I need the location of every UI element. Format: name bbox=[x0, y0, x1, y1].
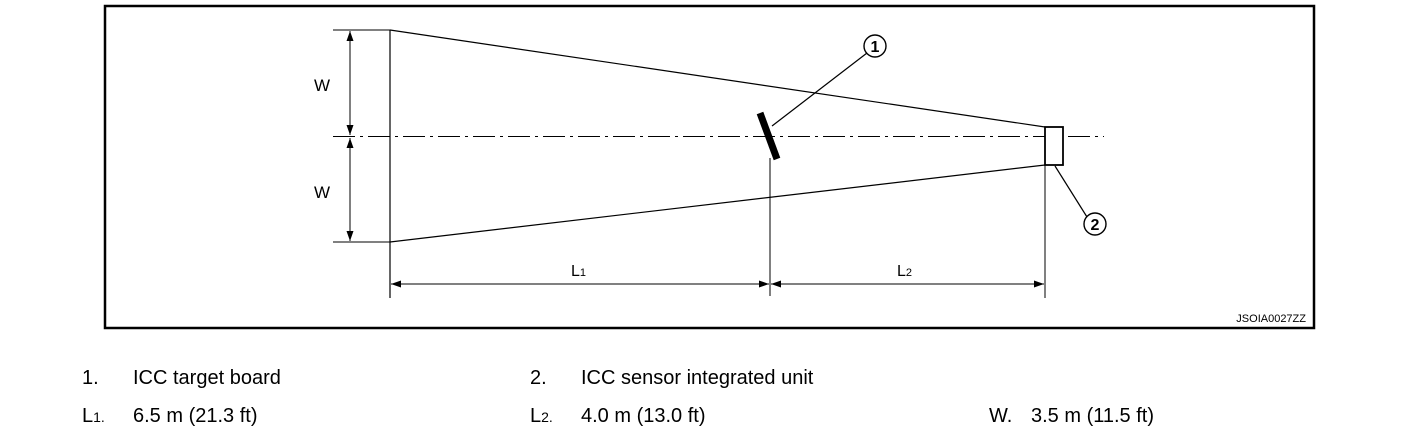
legend-item-1-text: ICC target board bbox=[133, 367, 281, 389]
legend-item-2: 2. ICC sensor integrated unit bbox=[530, 366, 950, 390]
l1-label-main: L bbox=[571, 263, 580, 280]
icc-target-board bbox=[756, 111, 781, 161]
l2-label-main: L bbox=[897, 263, 906, 280]
legend-l1-value: 6.5 m (21.3 ft) bbox=[133, 405, 258, 427]
callout-1-leader bbox=[771, 52, 868, 127]
beam-lower-line bbox=[389, 164, 1046, 243]
callout-1-number: 1 bbox=[871, 39, 880, 56]
l1-label: L1 bbox=[571, 263, 586, 280]
legend-w: W. 3.5 m (11.5 ft) bbox=[989, 404, 1269, 428]
legend-l2-value: 4.0 m (13.0 ft) bbox=[581, 405, 706, 427]
legend-w-key: W. bbox=[989, 405, 1013, 427]
legend-item-2-key: 2. bbox=[530, 367, 547, 389]
callout-1-circle bbox=[863, 34, 887, 58]
legend-item-1: 1. ICC target board bbox=[82, 366, 482, 390]
legend-l1-key-sub: 1. bbox=[93, 409, 105, 425]
legend-l2-key-sub: 2. bbox=[541, 409, 553, 425]
legend-l1-key: L1. bbox=[82, 404, 105, 429]
w-upper-label: W bbox=[314, 76, 330, 95]
legend-l1-key-main: L bbox=[82, 405, 94, 427]
icc-layout-diagram: W W 1 2 L1 L2 JSOIA0027ZZ bbox=[103, 4, 1316, 330]
legend-l1: L1. 6.5 m (21.3 ft) bbox=[82, 404, 482, 428]
w-lower-label: W bbox=[314, 183, 330, 202]
legend-w-value: 3.5 m (11.5 ft) bbox=[1031, 405, 1155, 427]
l2-label-sub: 2 bbox=[906, 267, 912, 279]
l2-label: L2 bbox=[897, 263, 912, 280]
callout-2-leader bbox=[1054, 165, 1088, 218]
beam-upper-line bbox=[389, 29, 1046, 128]
callout-2-number: 2 bbox=[1091, 217, 1100, 234]
legend-item-2-text: ICC sensor integrated unit bbox=[581, 367, 814, 389]
diagram-frame bbox=[103, 4, 1316, 330]
legend-item-1-key: 1. bbox=[82, 367, 99, 389]
icc-sensor-unit bbox=[1044, 126, 1064, 166]
legend-l2: L2. 4.0 m (13.0 ft) bbox=[530, 404, 930, 428]
figure-code: JSOIA0027ZZ bbox=[1236, 313, 1306, 325]
legend-l2-key: L2. bbox=[530, 404, 553, 429]
l1-label-sub: 1 bbox=[580, 267, 586, 279]
legend-l2-key-main: L bbox=[530, 405, 542, 427]
callout-2-circle bbox=[1083, 212, 1107, 236]
